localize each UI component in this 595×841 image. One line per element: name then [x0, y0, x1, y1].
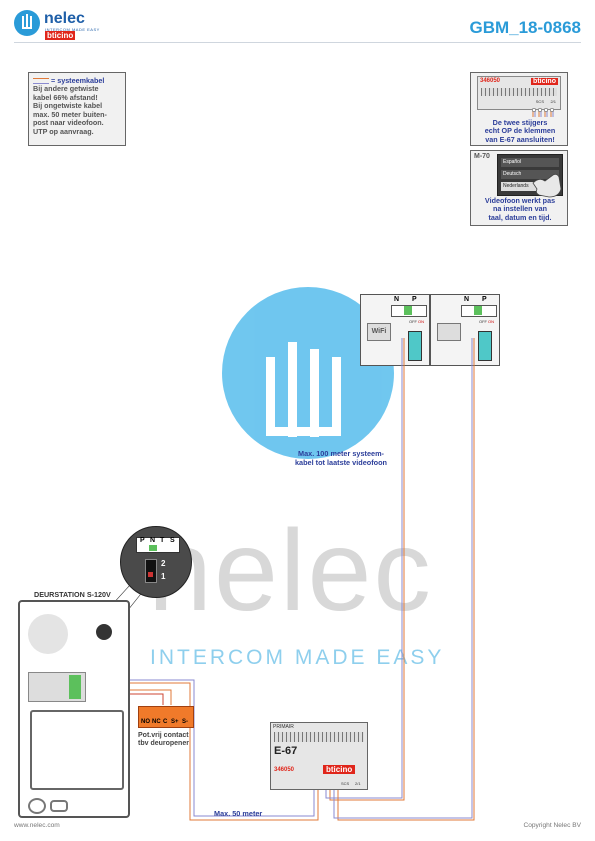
terminal-p: P — [482, 296, 487, 303]
terminal-block — [478, 331, 492, 361]
language-option-selected: Nederlands — [501, 182, 559, 191]
terminal-board — [28, 672, 86, 702]
module-device: 346050 bticino SCS 2/1 — [477, 76, 561, 110]
relay-module: NO NC C S+ S- — [138, 706, 194, 728]
config-jumper — [149, 545, 157, 551]
terminal-block — [69, 675, 81, 699]
module-box: 346050 bticino SCS 2/1 De twee stijgers … — [470, 72, 568, 146]
dip-switch-knob — [148, 572, 153, 577]
terminal-block — [408, 331, 422, 361]
config-terminal: S — [170, 537, 175, 544]
header-divider — [14, 42, 581, 43]
language-option: Deutsch — [501, 170, 559, 179]
door-cable-label: Max. 50 meter — [214, 809, 263, 818]
camera-icon — [96, 624, 112, 640]
config-value: 2 — [161, 559, 166, 568]
cable-legend: = systeemkabel — [33, 76, 121, 85]
language-option: Español — [501, 158, 559, 167]
module-wiring — [531, 107, 555, 117]
cable-note: = systeemkabel Bij andere getwiste kabel… — [28, 72, 126, 146]
nelec-logo-icon — [14, 10, 40, 36]
partner-brand: bticino — [45, 31, 76, 40]
config-terminal: P — [140, 537, 145, 544]
terminal-n: N — [394, 296, 400, 303]
power-supply-part-number: 346050 — [274, 767, 295, 773]
switch-on: ON — [488, 319, 494, 324]
system-cable-icon — [33, 78, 49, 85]
watermark-brand: nelec — [148, 507, 433, 635]
brand-tagline: INTERCOM MADE EASY — [45, 27, 100, 32]
dip-switch — [145, 559, 157, 583]
m70-box: M-70 Español Deutsch Nederlands Videofoo… — [470, 150, 568, 226]
terminal-p: P — [412, 296, 417, 303]
module-note: De twee stijgers echt OP de klemmen van … — [484, 118, 556, 144]
power-supply-terminal-scs: SCS — [341, 781, 350, 786]
jumper-block — [391, 305, 427, 317]
power-supply-model: E-67 — [274, 745, 298, 757]
power-supply-vent — [274, 732, 364, 742]
brand-logo: nelec INTERCOM MADE EASY bticino — [14, 10, 124, 40]
document-code: GBM_18-0868 — [469, 18, 581, 37]
config-terminal-strip: P N T S — [136, 537, 180, 553]
brand-name: nelec — [44, 10, 85, 27]
switch-on: ON — [418, 319, 424, 324]
relay-terminal: C — [163, 719, 168, 725]
door-station-title: DEURSTATION S-120V — [34, 590, 111, 599]
relay-terminal: NO — [141, 719, 150, 725]
watermark-logo-icon — [266, 342, 341, 437]
primary-label: PRIMAIR — [273, 724, 294, 730]
terminal-n: N — [464, 296, 470, 303]
footer-copyright: Copyright Nelec BV — [523, 822, 581, 829]
m70-note: Videofoon werkt pas na instellen van taa… — [484, 196, 556, 222]
module-terminal-scs: SCS — [535, 99, 544, 104]
push-button — [28, 798, 46, 814]
wifi-icon: WiFi — [367, 323, 391, 341]
button-module — [30, 710, 124, 790]
switch-off: OFF — [409, 319, 417, 324]
module-part-number: 346050 — [480, 78, 501, 84]
videophone-1: N P OFF ON WiFi — [360, 294, 430, 366]
cable-legend-label: = systeemkabel — [51, 76, 105, 85]
jumper-block — [461, 305, 497, 317]
relay-terminal: S+ — [171, 719, 179, 725]
relay-note: Pot.vrij contact tbv deuropener — [138, 732, 189, 748]
speaker-grille — [28, 614, 68, 654]
config-terminal: N — [150, 537, 156, 544]
riser-cable-label: Max. 100 meter systeem- kabel tot laatst… — [294, 449, 388, 467]
footer-website[interactable]: www.nelec.com — [14, 822, 60, 829]
power-supply-brand: bticino — [323, 765, 356, 774]
push-button — [50, 800, 68, 812]
jumper — [474, 306, 482, 315]
module-terminal-21: 2/1 — [550, 99, 556, 104]
relay-terminal: S- — [182, 719, 188, 725]
config-value: 1 — [161, 572, 166, 581]
hand-pointer-icon — [532, 173, 562, 198]
power-supply: PRIMAIR E-67 346050 bticino SCS 2/1 — [270, 722, 368, 790]
monitor-icon — [437, 323, 461, 341]
config-callout: P N T S 2 1 — [120, 526, 192, 598]
module-brand: bticino — [531, 78, 558, 85]
switch-off: OFF — [479, 319, 487, 324]
videophone-2: N P OFF ON — [430, 294, 500, 366]
door-station — [18, 600, 130, 818]
jumper — [404, 306, 412, 315]
cable-note-body: Bij andere getwiste kabel 66% afstand! B… — [33, 84, 107, 136]
watermark-tagline: INTERCOM MADE EASY — [150, 646, 445, 669]
power-supply-terminal-21: 2/1 — [355, 781, 361, 786]
m70-title: M-70 — [474, 153, 490, 160]
module-vent — [481, 88, 557, 96]
config-terminal: T — [160, 537, 165, 544]
relay-terminal: NC — [152, 719, 161, 725]
